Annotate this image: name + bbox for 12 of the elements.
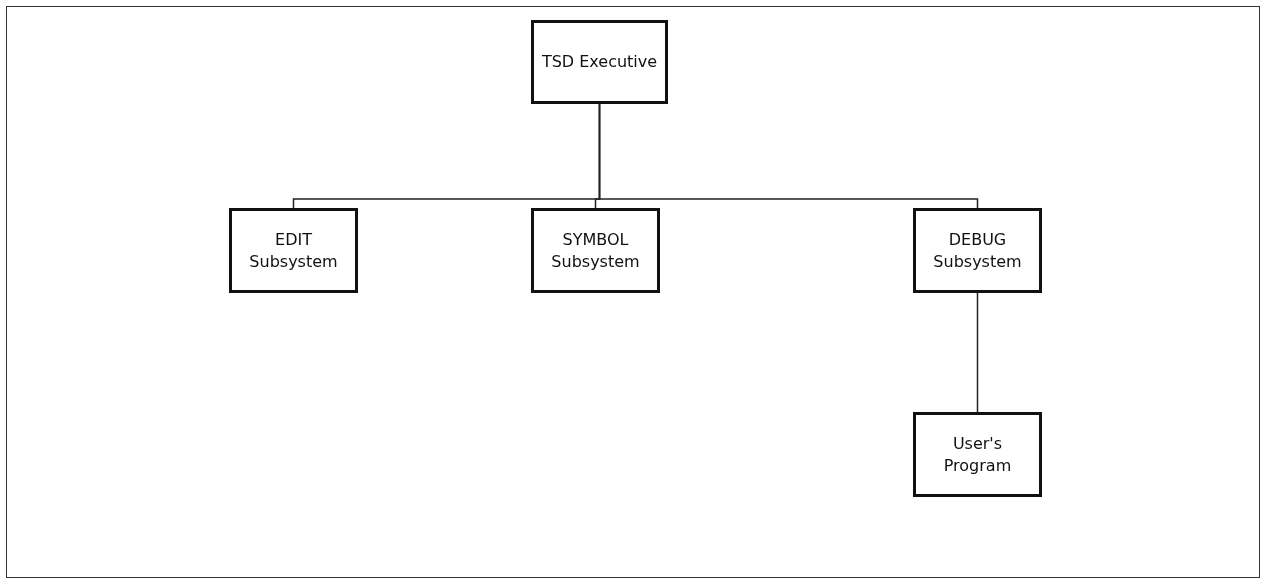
process-box: [913, 208, 1042, 293]
connector-line: [598, 103, 979, 209]
process-box: [531, 20, 668, 104]
process-box: [531, 208, 660, 293]
box-label: DEBUG Subsystem: [932, 228, 1023, 273]
process-box: [229, 208, 358, 293]
box-label: TSD Executive: [540, 51, 659, 73]
process-box: [913, 412, 1042, 497]
box-label: SYMBOL Subsystem: [550, 228, 641, 273]
box-label: EDIT Subsystem: [248, 228, 339, 273]
box-label: User's Program: [942, 432, 1013, 477]
connector-line: [976, 292, 979, 413]
